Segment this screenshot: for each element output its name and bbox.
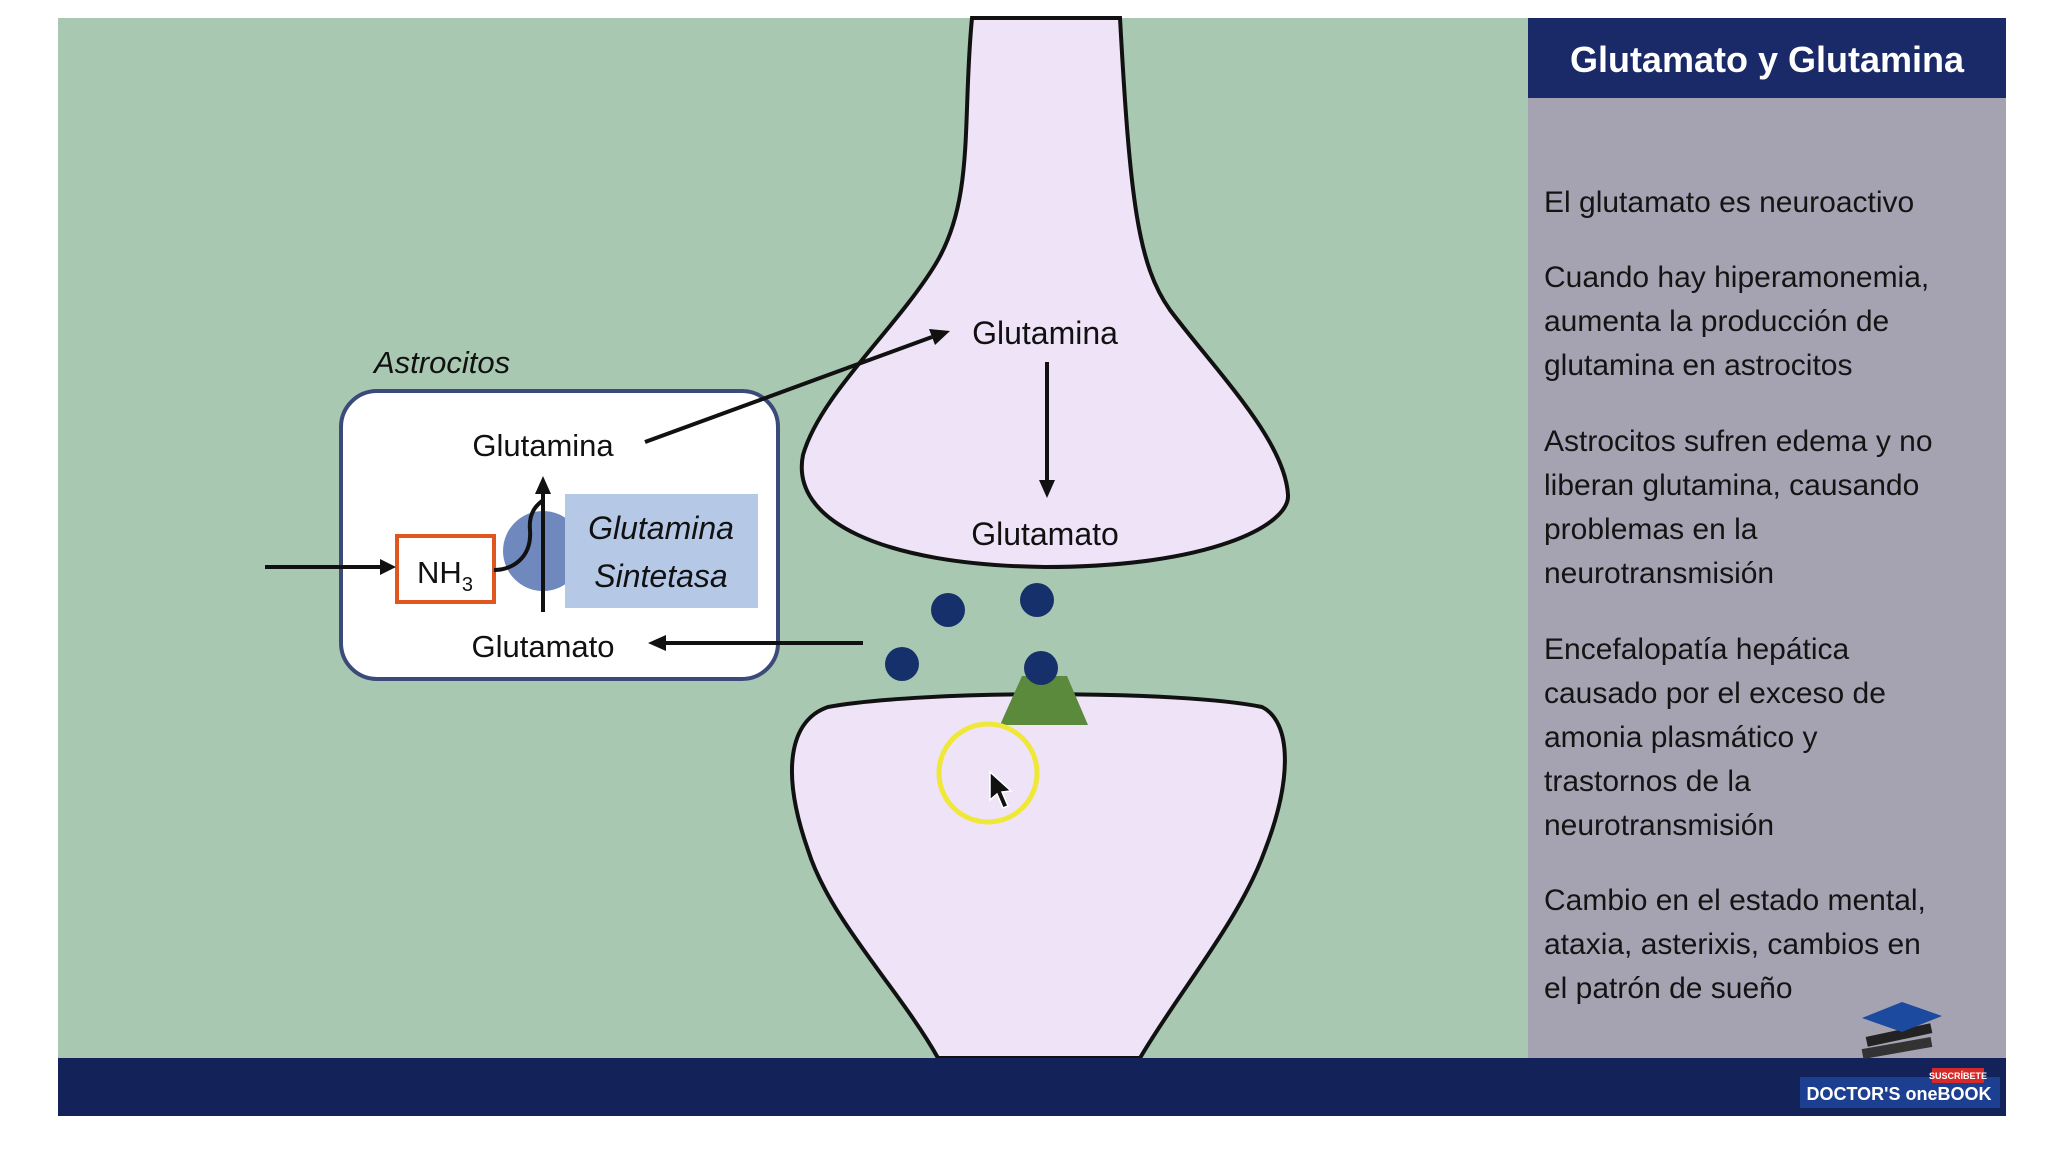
panel-text-line: Astrocitos sufren edema y no [1544, 425, 1933, 458]
panel-text-line: problemas en la [1544, 513, 1758, 546]
vesicle [1020, 583, 1054, 617]
nh3-label: NH3 [417, 555, 473, 596]
neuron-glutamate-label: Glutamato [971, 516, 1119, 552]
book-icon [1861, 1036, 1933, 1060]
glutamine-transport-arrow [644, 329, 950, 444]
panel-text-line: neurotransmisión [1544, 557, 1774, 590]
astro-glutamate-label: Glutamato [471, 629, 614, 664]
panel-text-line: el patrón de sueño [1544, 972, 1793, 1005]
footer-bar [58, 1058, 2006, 1116]
panel-text-line: Cuando hay hiperamonemia, [1544, 261, 1929, 294]
panel-text-line: neurotransmisión [1544, 809, 1774, 842]
nh3-box [395, 534, 496, 604]
panel-title: Glutamato y Glutamina [1570, 39, 1965, 80]
cursor-highlight-ring [936, 721, 1040, 825]
mouse-pointer-icon [989, 770, 1013, 809]
subscribe-button[interactable] [1932, 1068, 1984, 1083]
panel-text-line: Encefalopatía hepática [1544, 633, 1850, 666]
panel-text-line: Cambio en el estado mental, [1544, 884, 1926, 917]
brand-name: DOCTOR'S oneBOOK [1807, 1084, 1992, 1104]
info-panel [1528, 18, 2006, 1058]
panel-text-line: ataxia, asterixis, cambios en [1544, 928, 1921, 961]
panel-text-line: causado por el exceso de [1544, 677, 1886, 710]
receptor [1000, 676, 1088, 725]
presynaptic-terminal [799, 16, 1291, 570]
panel-text-line: liberan glutamina, causando [1544, 469, 1919, 502]
astro-glutamine-label: Glutamina [472, 428, 614, 463]
panel-header [1528, 18, 2006, 98]
vesicle [931, 593, 965, 627]
panel-text-line: El glutamato es neuroactivo [1544, 186, 1914, 219]
ammonia-input-arrow [265, 559, 396, 575]
brand-logo: DOCTOR'S oneBOOK SUSCRÍBETE [1800, 1002, 2000, 1108]
vesicle [885, 647, 919, 681]
glutamine-to-glutamate-arrow [1039, 362, 1055, 498]
book-icon [1865, 1023, 1933, 1047]
slide-background [58, 18, 1530, 1058]
enzyme-label-1: Glutamina [588, 510, 734, 546]
synthesis-arrow [493, 476, 551, 612]
astrocytes-label: Astrocitos [372, 345, 510, 380]
glutamate-reuptake-arrow [648, 635, 863, 651]
vesicle [1024, 651, 1058, 685]
panel-text-line: trastornos de la [1544, 765, 1751, 798]
enzyme-label-2: Sintetasa [594, 558, 727, 594]
graduation-cap-icon [1862, 1002, 1942, 1032]
panel-text-line: amonia plasmático y [1544, 721, 1817, 754]
enzyme-box [565, 494, 758, 608]
panel-text-line: aumenta la producción de [1544, 305, 1889, 338]
subscribe-label[interactable]: SUSCRÍBETE [1929, 1071, 1987, 1081]
panel-text-line: glutamina en astrocitos [1544, 349, 1853, 382]
neuron-glutamine-label: Glutamina [972, 315, 1118, 351]
